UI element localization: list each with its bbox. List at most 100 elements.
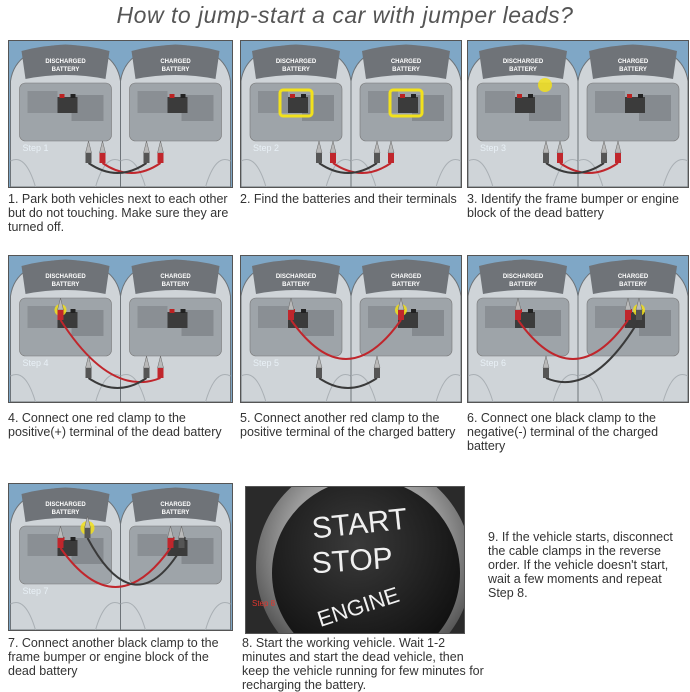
charged-battery (625, 97, 645, 113)
red-clamp (387, 140, 395, 163)
black-cable (545, 162, 605, 174)
charged-negative-terminal (180, 94, 186, 98)
charged-label-line1: CHARGED (160, 274, 191, 280)
discharged-label-line2: BATTERY (282, 282, 310, 288)
red-clamp (99, 140, 106, 163)
charged-battery (167, 312, 188, 328)
black-clamp (600, 140, 608, 163)
red-clamp (167, 525, 174, 548)
discharged-label-line2: BATTERY (509, 67, 537, 73)
discharged-positive-terminal (59, 94, 65, 98)
red-clamp (556, 140, 564, 163)
black-clamp (373, 355, 381, 378)
charged-label-line1: CHARGED (391, 59, 422, 65)
discharged-negative-terminal (301, 309, 306, 313)
button-face (272, 487, 460, 633)
black-clamp (542, 355, 550, 378)
discharged-battery (515, 97, 535, 113)
black-cable (86, 537, 183, 586)
discharged-label-line1: DISCHARGED (45, 502, 86, 508)
start-stop-button-photo: START STOP ENGINE Step 8 (245, 486, 465, 634)
black-clamp (85, 355, 92, 378)
charged-battery (167, 97, 188, 113)
red-clamp (329, 140, 337, 163)
charged-label-line2: BATTERY (392, 67, 420, 73)
discharged-car: DISCHARGED BATTERY (10, 487, 121, 630)
charged-battery (398, 97, 418, 113)
step-8-label: Step 8 (252, 599, 276, 608)
black-cable (318, 377, 378, 389)
red-clamp (514, 297, 522, 320)
step-3-label: Step 3 (480, 143, 506, 153)
charged-label-line1: CHARGED (618, 274, 649, 280)
charged-label-line1: CHARGED (618, 59, 649, 65)
discharged-battery (288, 97, 308, 113)
step-2-label: Step 2 (253, 143, 279, 153)
step-9-note: 9. If the vehicle starts, disconnect the… (488, 530, 673, 600)
discharged-label-line2: BATTERY (509, 282, 537, 288)
red-clamp (57, 525, 64, 548)
black-cable (87, 377, 148, 389)
charged-car: CHARGED BATTERY (120, 259, 231, 402)
black-clamp (315, 140, 323, 163)
step-7-label: Step 7 (23, 586, 49, 596)
step-7-caption: 7. Connect another black clamp to the fr… (8, 636, 219, 678)
step-1-caption: 1. Park both vehicles next to each other… (8, 192, 229, 234)
discharged-negative-terminal (70, 309, 76, 313)
step-7-panel: DISCHARGED BATTERY CHARGED BATTERY Step 7 (8, 483, 233, 631)
step-8-caption: 8. Start the working vehicle. Wait 1-2 m… (242, 636, 484, 692)
red-cable (332, 162, 392, 174)
charged-negative-terminal (180, 309, 186, 313)
charged-label-line2: BATTERY (162, 282, 190, 288)
discharged-label-line1: DISCHARGED (276, 274, 317, 280)
black-clamp (373, 140, 381, 163)
black-clamp (85, 140, 92, 163)
discharged-negative-terminal (70, 94, 76, 98)
charged-label-line2: BATTERY (619, 282, 647, 288)
discharged-battery (57, 97, 78, 113)
step-4-panel: DISCHARGED BATTERY CHARGED BATTERY Step 4 (8, 255, 233, 403)
discharged-label-line2: BATTERY (52, 67, 80, 73)
charged-label-line1: CHARGED (160, 502, 191, 508)
charged-label-line1: CHARGED (160, 59, 191, 65)
step-1-panel: DISCHARGED BATTERY CHARGED BATTERY Step 1 (8, 40, 233, 188)
red-cable (101, 162, 162, 174)
step-6-label: Step 6 (480, 358, 506, 368)
step-1-label: Step 1 (23, 143, 49, 153)
step-5-caption: 5. Connect another red clamp to the posi… (240, 411, 456, 439)
page-title: How to jump-start a car with jumper lead… (116, 2, 574, 28)
red-cable (290, 319, 402, 360)
discharged-label-line2: BATTERY (52, 510, 80, 516)
red-cable (59, 547, 172, 588)
highlight-marker (388, 88, 424, 118)
charged-positive-terminal (627, 94, 632, 98)
discharged-label-line1: DISCHARGED (45, 274, 86, 280)
black-cable (545, 319, 640, 383)
discharged-negative-terminal (70, 537, 76, 541)
red-clamp (157, 355, 164, 378)
discharged-label-line2: BATTERY (52, 282, 80, 288)
red-clamp (624, 297, 632, 320)
charged-car: CHARGED BATTERY (350, 44, 461, 187)
discharged-label-line1: DISCHARGED (45, 59, 86, 65)
step-4-label: Step 4 (23, 358, 49, 368)
charged-car: CHARGED BATTERY (120, 44, 231, 187)
charged-negative-terminal (638, 94, 643, 98)
highlight-marker (538, 78, 552, 92)
discharged-label-line1: DISCHARGED (276, 59, 317, 65)
charged-positive-terminal (169, 94, 175, 98)
red-clamp (157, 140, 164, 163)
discharged-label-line1: DISCHARGED (503, 59, 544, 65)
charged-label-line2: BATTERY (162, 67, 190, 73)
charged-negative-terminal (411, 309, 416, 313)
step-6-caption: 6. Connect one black clamp to the negati… (467, 411, 659, 453)
black-clamp (84, 515, 91, 538)
step-1-illustration: DISCHARGED BATTERY CHARGED BATTERY Step 1 (10, 44, 231, 187)
